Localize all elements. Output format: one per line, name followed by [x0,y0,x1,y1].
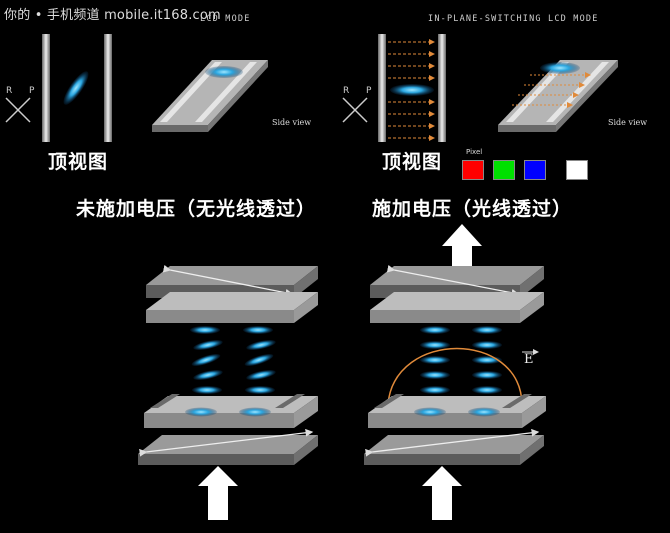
pixel-blue-swatch [524,160,546,180]
pixel-green-swatch [493,160,515,180]
right-p-label: P [366,86,372,96]
left-side-lc-molecule [205,66,243,78]
right-outgoing-light-arrow [442,224,482,278]
left-top-view-caption: 顶视图 [48,151,109,173]
right-field-arc [387,347,527,406]
left-top-view [5,34,112,142]
right-r-label: R [343,86,350,96]
left-side-view-label: Side view [272,118,312,127]
right-mode-title: IN-PLANE-SWITCHING LCD MODE [428,14,599,24]
right-field-arrows [388,39,435,141]
field-e-label: E [524,352,534,367]
left-polarizer-bar-a [42,34,50,142]
pixel-red-swatch [462,160,484,180]
right-side-view [498,60,618,132]
left-cross-line-b [5,97,31,123]
right-side-lc-molecule [540,62,580,74]
left-stack [138,264,318,520]
pixel-white-swatch [566,160,588,180]
left-lc-molecule [63,71,89,105]
right-electrode-bar-a [378,34,386,142]
right-stack [364,224,546,520]
right-lc-molecule [390,84,434,96]
left-r-label: R [6,86,13,96]
left-polarizer-bar-b [104,34,112,142]
right-state-label: 施加电压（光线透过） [372,198,573,220]
left-state-label: 未施加电压（无光线透过） [76,198,317,220]
right-top-view [342,34,446,142]
left-mode-title: LCD MODE [200,14,251,24]
right-top-view-caption: 顶视图 [382,151,443,173]
left-side-view [152,60,268,132]
left-incoming-light-arrow [198,466,238,520]
right-incoming-light-arrow [422,466,462,520]
left-p-label: P [29,86,35,96]
watermark: 你的 • 手机频道 mobile.it168.com [4,8,221,23]
right-side-view-label: Side view [608,118,648,127]
pixel-label: Pixel [466,148,483,156]
right-electrode-bar-b [438,34,446,142]
